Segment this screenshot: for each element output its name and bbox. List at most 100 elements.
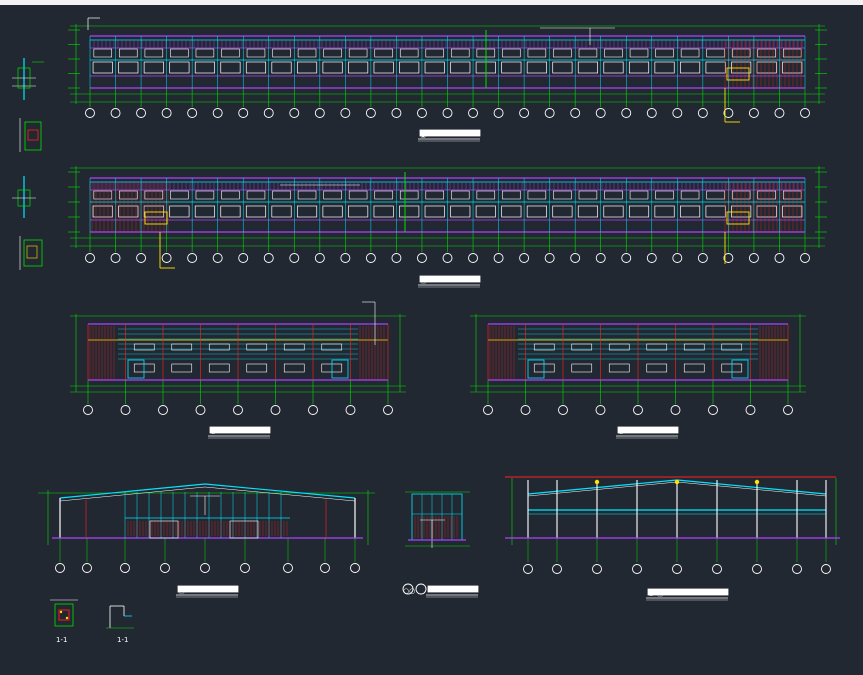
axis-bubble [519, 108, 530, 118]
axis-bubble [238, 108, 249, 118]
long-elevation-1[interactable] [68, 17, 827, 142]
axis-bubble [212, 108, 223, 118]
frame-section[interactable] [505, 476, 840, 601]
window-upper [527, 190, 547, 200]
axis-bubble [672, 108, 683, 118]
window-lower [169, 205, 190, 218]
window-upper [323, 48, 342, 58]
door-opening [149, 520, 179, 539]
axis-bubble [595, 253, 606, 263]
axis-bubble [520, 405, 531, 415]
axis-bubble [308, 405, 318, 415]
window-lower [322, 205, 343, 218]
window-lower [450, 205, 471, 218]
window-upper [133, 343, 155, 351]
bottom-details[interactable] [50, 599, 134, 629]
long-elevation-2[interactable] [68, 166, 827, 288]
detail-box [23, 239, 43, 267]
window-upper [348, 190, 368, 200]
window-lower [118, 61, 139, 74]
window-upper [680, 48, 700, 58]
window-upper [655, 48, 674, 58]
axis-bubble [383, 405, 393, 415]
window-lower [577, 205, 599, 218]
rafter-inner [527, 481, 678, 497]
door-frame [527, 359, 545, 379]
window-upper [297, 48, 317, 58]
window-upper [348, 48, 368, 58]
caption-end-elevation-2: ⑩ [618, 428, 624, 436]
window-upper [374, 48, 393, 58]
left-detail-column[interactable] [12, 58, 44, 270]
axis-bubble [283, 563, 293, 573]
window-upper [553, 190, 572, 200]
window-lower [194, 205, 215, 218]
axis-bubble [821, 564, 831, 574]
axis-bubble [519, 253, 530, 263]
caption-label-block [647, 588, 729, 596]
window-lower [501, 205, 522, 218]
detail-core [27, 129, 39, 141]
axis-bubble [55, 563, 65, 573]
window-lower [297, 61, 318, 74]
axis-bubble [160, 563, 170, 573]
end-elevation-1[interactable] [70, 301, 406, 439]
window-lower [782, 61, 803, 74]
window-lower [169, 61, 190, 74]
window-lower [348, 61, 369, 74]
gable-elevation[interactable] [38, 483, 375, 598]
caption-long-elevation-2: ⑮ [420, 277, 427, 285]
axis-bubble [187, 108, 198, 118]
window-upper [171, 343, 193, 351]
window-lower [680, 61, 701, 74]
axis-bubble [621, 108, 632, 118]
axis-bubble [340, 253, 351, 263]
axis-bubble [442, 253, 453, 263]
roof-slope-inner [204, 486, 356, 502]
window-lower [646, 363, 668, 373]
window-lower [450, 61, 471, 74]
axis-bubble [595, 108, 606, 118]
window-upper [374, 190, 393, 200]
window-upper [680, 190, 700, 200]
axis-bubble [365, 253, 376, 263]
window-upper [208, 343, 230, 351]
window-upper [476, 190, 496, 200]
window-lower [373, 205, 394, 218]
window-lower [603, 61, 624, 74]
axis-bubble [340, 108, 351, 118]
window-lower [399, 61, 420, 74]
door-opening [726, 211, 750, 225]
small-elevation[interactable] [402, 491, 479, 598]
window-upper [170, 190, 189, 200]
axis-bubble [442, 108, 453, 118]
axis-bubble [646, 253, 657, 263]
window-lower [92, 205, 113, 218]
axis-bubble [195, 405, 206, 415]
axis-bubble [670, 405, 681, 415]
door-opening [229, 520, 259, 539]
window-upper [246, 343, 268, 351]
caption-frame-section: ①-⑮ [648, 590, 664, 598]
caption-label-block [427, 585, 479, 593]
window-lower [220, 61, 241, 74]
window-lower [271, 61, 292, 74]
window-lower [501, 61, 522, 74]
window-upper [323, 190, 342, 200]
caption-end-elevation-1: ① [210, 428, 216, 436]
window-upper [93, 48, 113, 58]
bolt [65, 616, 69, 620]
detail-core [26, 245, 38, 259]
axis-bubble [263, 108, 274, 118]
window-upper [425, 48, 444, 58]
detail-box [24, 121, 42, 151]
window-upper [502, 190, 521, 200]
window-lower [608, 363, 630, 373]
axis-bubble [161, 108, 172, 118]
end-elevation-2[interactable] [470, 314, 806, 439]
axis-bubble [136, 108, 147, 118]
window-top-edge [0, 0, 863, 5]
window-lower [143, 205, 164, 218]
